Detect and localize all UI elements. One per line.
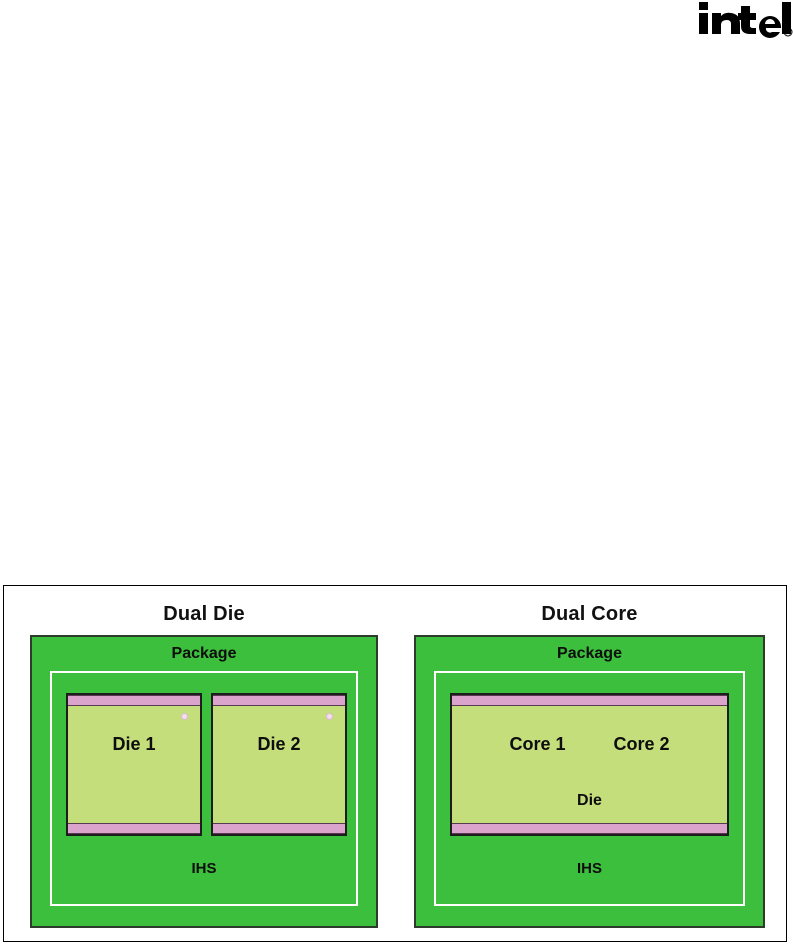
die-word-label: Die: [577, 792, 602, 809]
core-label-1: Core 1: [509, 734, 566, 754]
solder-layer-top: [68, 695, 200, 706]
intel-logo-icon: R: [699, 2, 793, 39]
solder-layer-bottom: [452, 823, 727, 834]
solder-layer-top: [213, 695, 345, 706]
die-block-1: Die 1: [66, 693, 202, 836]
package-label-dual-die: Package: [171, 645, 237, 662]
registered-trademark-icon: R: [783, 27, 793, 37]
package-label-dual-core: Package: [557, 645, 622, 662]
solder-layer-bottom: [68, 823, 200, 834]
die-label-1: Die 1: [112, 734, 156, 754]
solder-layer-top: [452, 695, 727, 706]
die-notch-icon-1: [181, 713, 188, 720]
panel-dual-die: Dual Die Package Die 1 Die 2: [26, 586, 382, 941]
die-row-dual-core: Core 1 Core 2 Die: [450, 693, 729, 836]
die-block-2: Die 2: [211, 693, 347, 836]
core-label-group: Core 1 Core 2: [452, 733, 727, 755]
figure-frame: Dual Die Package Die 1 Die 2: [3, 585, 787, 942]
panel-title-dual-die: Dual Die: [163, 603, 245, 625]
panel-title-dual-core: Dual Core: [541, 603, 638, 625]
panel-dual-core: Dual Core Package Core 1 Core 2 Die: [410, 586, 769, 941]
package-box-dual-core: Package Core 1 Core 2 Die IHS: [414, 635, 765, 928]
solder-layer-bottom: [213, 823, 345, 834]
intel-logo: R: [697, 0, 793, 40]
die-label-2: Die 2: [257, 734, 301, 754]
ihs-box-dual-core: Core 1 Core 2 Die IHS: [434, 671, 745, 906]
die-block-shared: Core 1 Core 2 Die: [450, 693, 729, 836]
ihs-box-dual-die: Die 1 Die 2 IHS: [50, 671, 358, 906]
package-box-dual-die: Package Die 1 Die 2: [30, 635, 378, 928]
die-notch-icon-2: [326, 713, 333, 720]
ihs-label-dual-core: IHS: [576, 860, 602, 877]
ihs-label-dual-die: IHS: [191, 860, 217, 877]
svg-text:R: R: [786, 31, 790, 37]
die-row-dual-die: Die 1 Die 2: [66, 693, 347, 836]
core-label-2: Core 2: [613, 734, 670, 754]
